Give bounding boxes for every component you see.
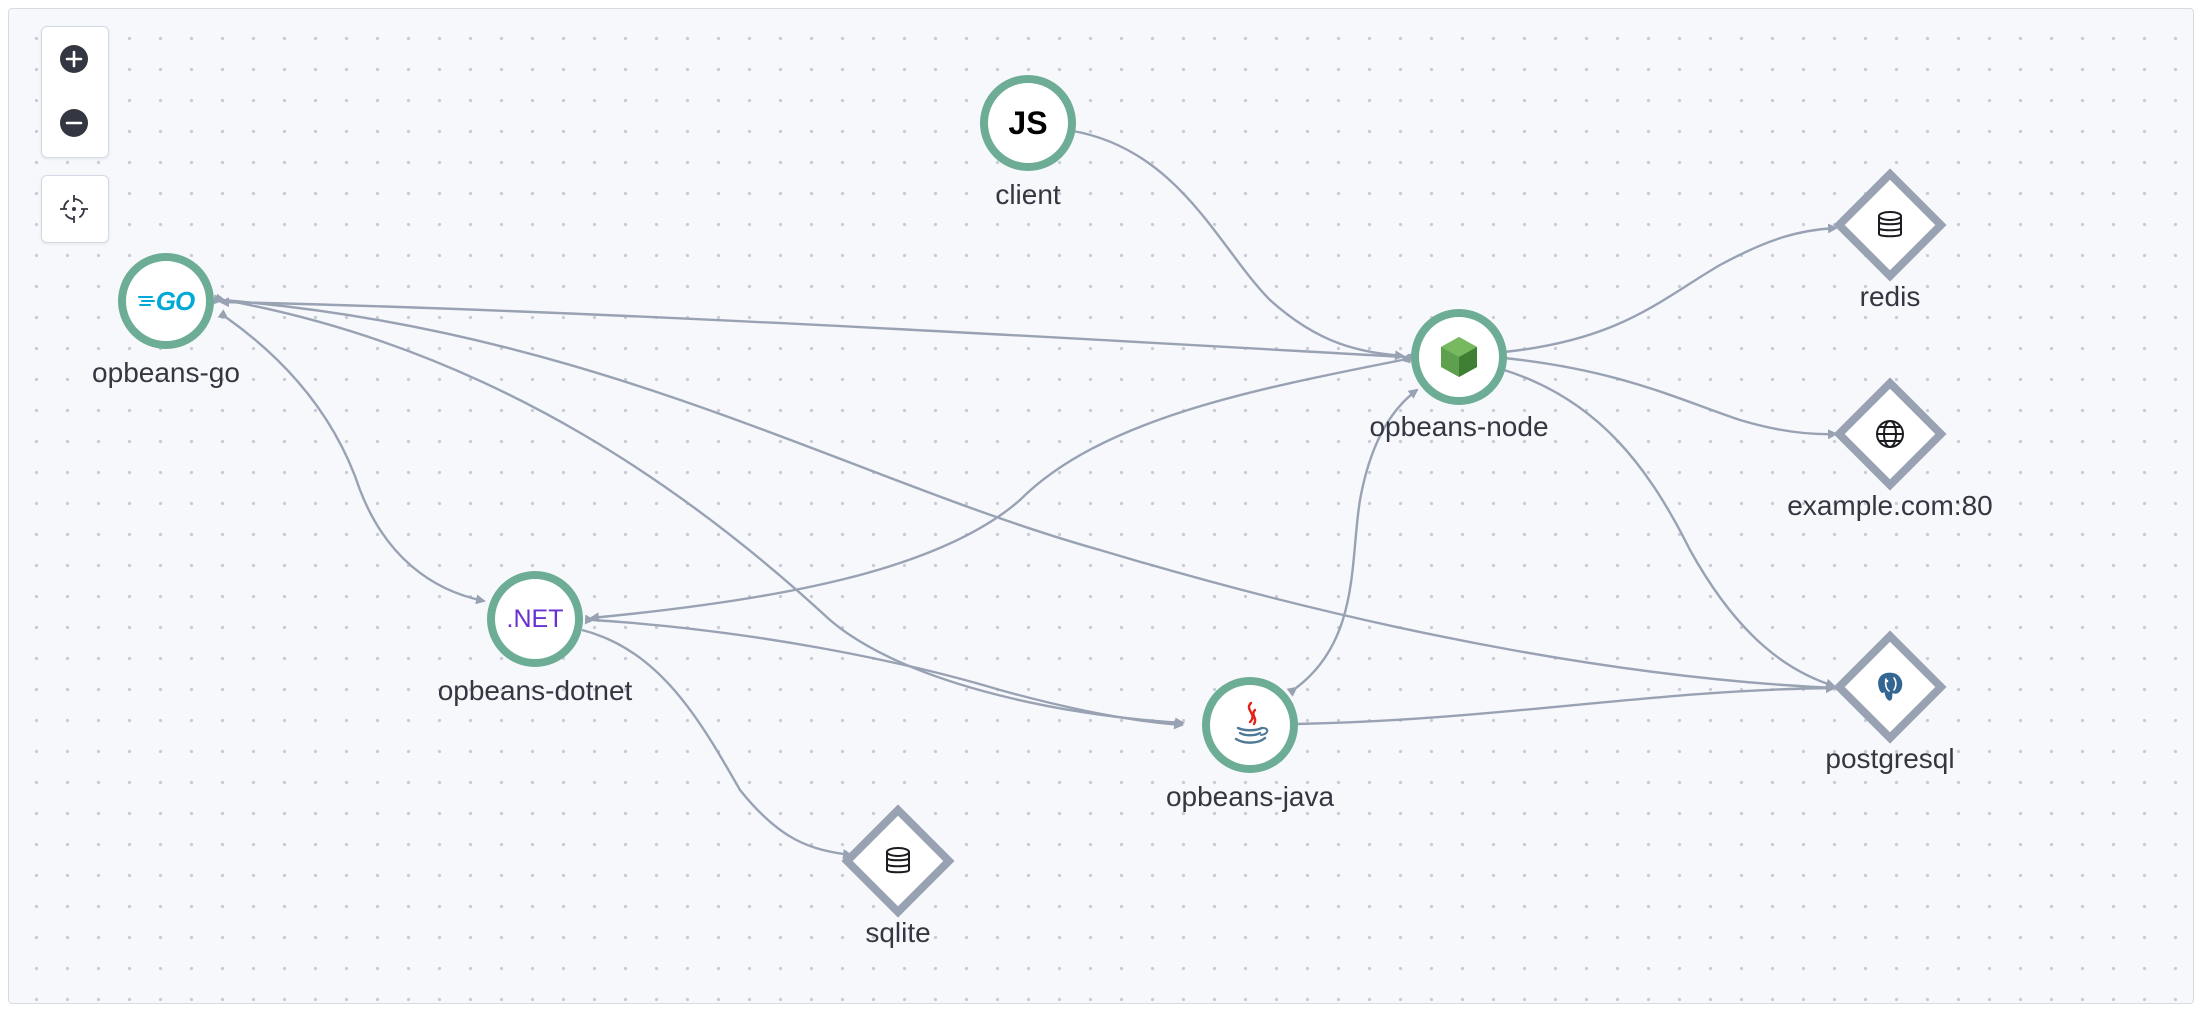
node-label-redis: redis	[1859, 281, 1921, 312]
center-controls	[41, 175, 109, 243]
globe-icon	[1876, 420, 1904, 448]
java-icon	[1234, 701, 1269, 744]
node-label-opbeans-go: opbeans-go	[92, 357, 240, 388]
javascript-icon: JS	[1008, 104, 1048, 141]
edge-node-redis	[1503, 223, 1838, 354]
edge-node-dotnet	[589, 353, 1411, 623]
database-icon	[1878, 211, 1902, 238]
edge-node-postgresql	[1503, 368, 1836, 689]
edge-dotnet-sqlite	[581, 628, 853, 859]
go-speed-lines-icon	[137, 296, 155, 306]
minus-circle-icon	[60, 109, 88, 137]
node-sqlite[interactable]	[841, 804, 955, 918]
edge-client-node	[1072, 129, 1405, 361]
zoom-in-button[interactable]	[42, 27, 106, 91]
crosshair-icon	[60, 195, 88, 223]
database-icon	[886, 847, 910, 874]
node-opbeans-java[interactable]	[1202, 677, 1298, 773]
edge-java-node	[1286, 388, 1419, 697]
node-label-opbeans-node: opbeans-node	[1369, 411, 1549, 442]
plus-circle-icon	[60, 45, 88, 73]
node-label-client: client	[995, 179, 1061, 210]
edge-node-example	[1503, 356, 1838, 440]
node-label-opbeans-java: opbeans-java	[1165, 781, 1335, 812]
go-icon: GO	[137, 285, 195, 317]
node-example-com[interactable]	[1833, 377, 1947, 491]
node-opbeans-dotnet[interactable]: .NET	[487, 571, 583, 667]
node-label-example-com: example.com:80	[1787, 490, 1993, 521]
nodejs-icon	[1441, 337, 1477, 377]
go-icon-text: GO	[155, 285, 195, 316]
node-redis[interactable]	[1833, 168, 1947, 282]
zoom-controls	[41, 26, 109, 158]
edge-go-java	[215, 293, 1185, 728]
node-client[interactable]: JS	[980, 75, 1076, 171]
edge-java-postgresql	[1295, 683, 1836, 726]
center-map-button[interactable]	[42, 177, 106, 241]
edge-go-dotnet	[217, 309, 486, 605]
edge-dotnet-java	[584, 614, 1184, 730]
dotnet-icon: .NET	[506, 604, 564, 633]
node-label-sqlite: sqlite	[865, 917, 931, 948]
postgresql-icon	[1876, 671, 1904, 702]
edge-go-postgresql	[213, 294, 1837, 690]
zoom-out-button[interactable]	[42, 91, 106, 155]
node-label-postgresql: postgresql	[1825, 743, 1955, 774]
node-opbeans-go[interactable]: GO	[118, 253, 214, 349]
node-label-opbeans-dotnet: opbeans-dotnet	[437, 675, 633, 706]
node-postgresql[interactable]	[1833, 630, 1947, 744]
edge-node-go	[219, 297, 1414, 363]
node-opbeans-node[interactable]	[1411, 309, 1507, 405]
